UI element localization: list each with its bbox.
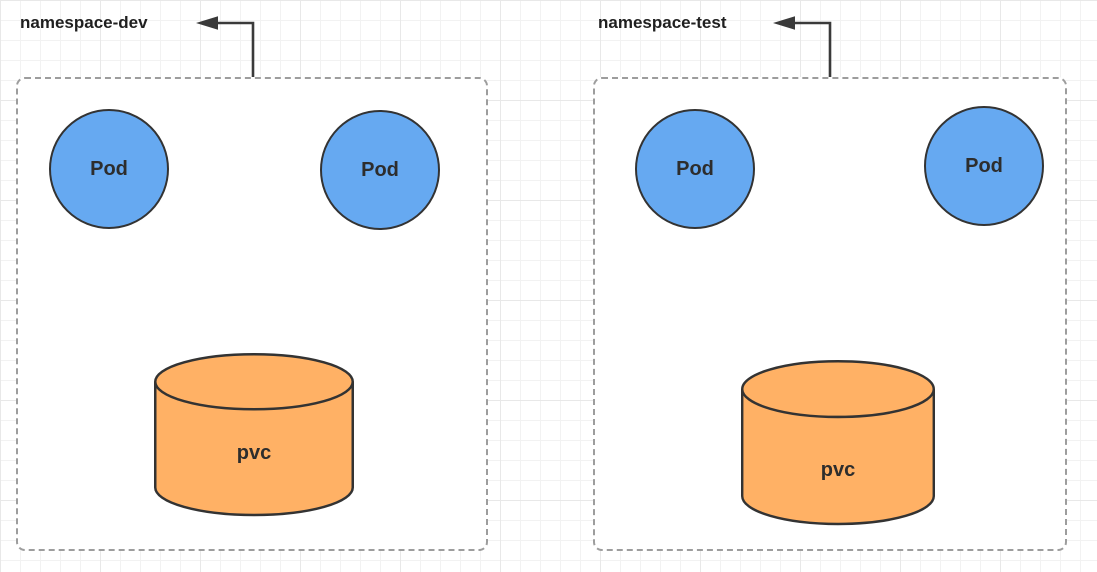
pod-circle[interactable]: Pod — [320, 110, 440, 230]
namespace-test-arrow-connector[interactable] — [768, 15, 834, 79]
namespace-test-label[interactable]: namespace-test — [598, 13, 727, 32]
pvc-label: pvc — [236, 442, 272, 464]
pod-circle[interactable]: Pod — [49, 109, 169, 229]
cylinder-shape — [154, 353, 354, 517]
namespace-dev-label[interactable]: namespace-dev — [20, 13, 148, 32]
pvc-cylinder[interactable]: pvc — [154, 353, 354, 517]
arrow-line — [215, 21, 255, 77]
pod-circle[interactable]: Pod — [635, 109, 755, 229]
pod-circle[interactable]: Pod — [924, 106, 1044, 226]
pod-label: Pod — [90, 157, 128, 180]
cylinder-shape — [741, 360, 935, 526]
arrowhead-icon — [196, 16, 218, 30]
namespace-dev-arrow-connector[interactable] — [191, 15, 257, 79]
pvc-label: pvc — [820, 459, 856, 481]
pvc-cylinder[interactable]: pvc — [741, 360, 935, 526]
pod-label: Pod — [361, 158, 399, 181]
arrowhead-icon — [773, 16, 795, 30]
pod-label: Pod — [965, 154, 1003, 177]
pod-label: Pod — [676, 157, 714, 180]
arrow-line — [792, 21, 832, 77]
